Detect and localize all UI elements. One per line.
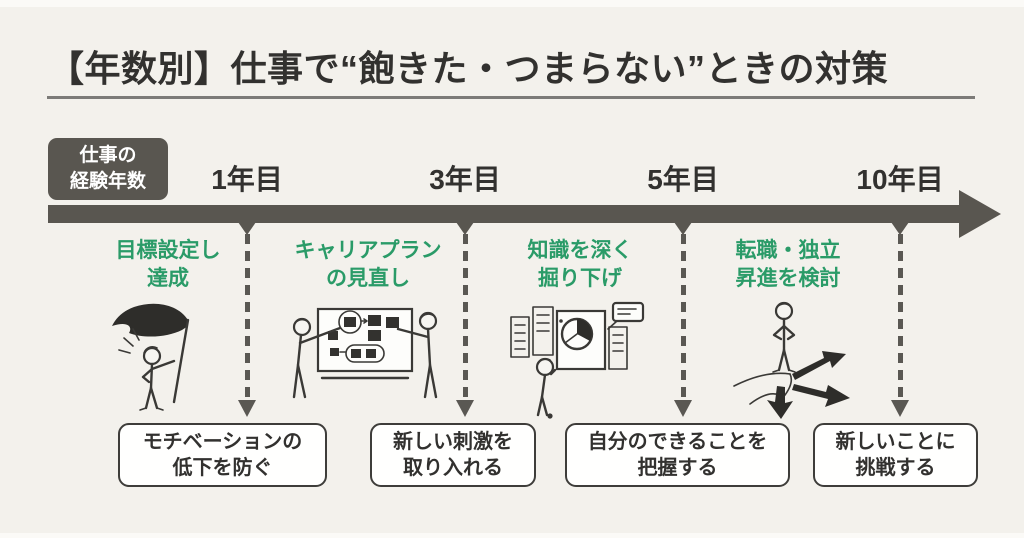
timeline-arrowhead-icon xyxy=(959,190,1001,238)
dashed-connector-2 xyxy=(463,234,468,400)
strategy-3-line1: 知識を深く xyxy=(527,239,633,262)
tick-year5 xyxy=(674,222,692,235)
strategy-2-line1: キャリアプラン xyxy=(294,239,442,262)
dashed-connector-1 xyxy=(245,234,250,400)
outcome-1-line2: 低下を防ぐ xyxy=(172,457,273,479)
person-at-crossroads-illustration xyxy=(728,298,868,420)
axis-label-line2: 経験年数 xyxy=(69,171,146,192)
top-edge xyxy=(0,0,1024,7)
down-arrow-icon-2 xyxy=(456,400,474,417)
outcome-4-line2: 挑戦する xyxy=(855,457,936,479)
timeline-bar xyxy=(48,205,960,223)
year-label-10: 10年目 xyxy=(856,164,944,195)
outcome-box-1: モチベーションの 低下を防ぐ xyxy=(118,423,327,487)
axis-label-box: 仕事の 経験年数 xyxy=(48,138,168,200)
outcome-3-line2: 把握する xyxy=(637,457,718,479)
strategy-1-line1: 目標設定し xyxy=(115,239,221,262)
page-title: 【年数別】仕事で“飽きた・つまらない”ときの対策 xyxy=(48,48,889,89)
outcome-3-line1: 自分のできることを xyxy=(587,431,768,453)
outcome-2-line2: 取り入れる xyxy=(403,457,503,479)
strategy-3-line2: 掘り下げ xyxy=(538,266,622,290)
title-underline xyxy=(47,96,975,99)
strategy-label-2: キャリアプラン の見直し xyxy=(256,237,480,292)
down-arrow-icon-3 xyxy=(674,400,692,417)
strategy-1-line2: 達成 xyxy=(147,266,189,290)
dashed-connector-3 xyxy=(681,234,686,400)
tick-year3 xyxy=(456,222,474,235)
tick-year10 xyxy=(891,222,909,235)
year-label-3: 3年目 xyxy=(429,164,501,195)
year-label-5: 5年目 xyxy=(647,164,719,195)
strategy-4-line1: 転職・独立 xyxy=(735,239,841,262)
year-label-1: 1年目 xyxy=(211,164,283,195)
strategy-4-line2: 昇進を検討 xyxy=(735,266,841,290)
team-planning-board-illustration xyxy=(282,303,447,408)
outcome-box-3: 自分のできることを 把握する xyxy=(565,423,790,487)
outcome-2-line1: 新しい刺激を xyxy=(393,431,513,453)
axis-label-line1: 仕事の xyxy=(79,145,137,167)
strategy-2-line2: の見直し xyxy=(326,266,410,290)
tick-year1 xyxy=(238,222,256,235)
outcome-1-line1: モチベーションの xyxy=(142,431,303,453)
down-arrow-icon-1 xyxy=(238,400,256,417)
dashed-connector-4 xyxy=(898,234,903,400)
outcome-4-line1: 新しいことに xyxy=(835,431,956,453)
outcome-box-4: 新しいことに 挑戦する xyxy=(813,423,978,487)
strategy-label-3: 知識を深く 掘り下げ xyxy=(468,237,692,292)
down-arrow-icon-4 xyxy=(891,400,909,417)
strategy-label-4: 転職・独立 昇進を検討 xyxy=(676,237,900,292)
bottom-edge xyxy=(0,533,1024,538)
person-raising-flag-illustration xyxy=(100,298,240,418)
person-analyzing-charts-illustration xyxy=(505,301,655,421)
outcome-box-2: 新しい刺激を 取り入れる xyxy=(370,423,536,487)
strategy-label-1: 目標設定し 達成 xyxy=(56,237,280,292)
